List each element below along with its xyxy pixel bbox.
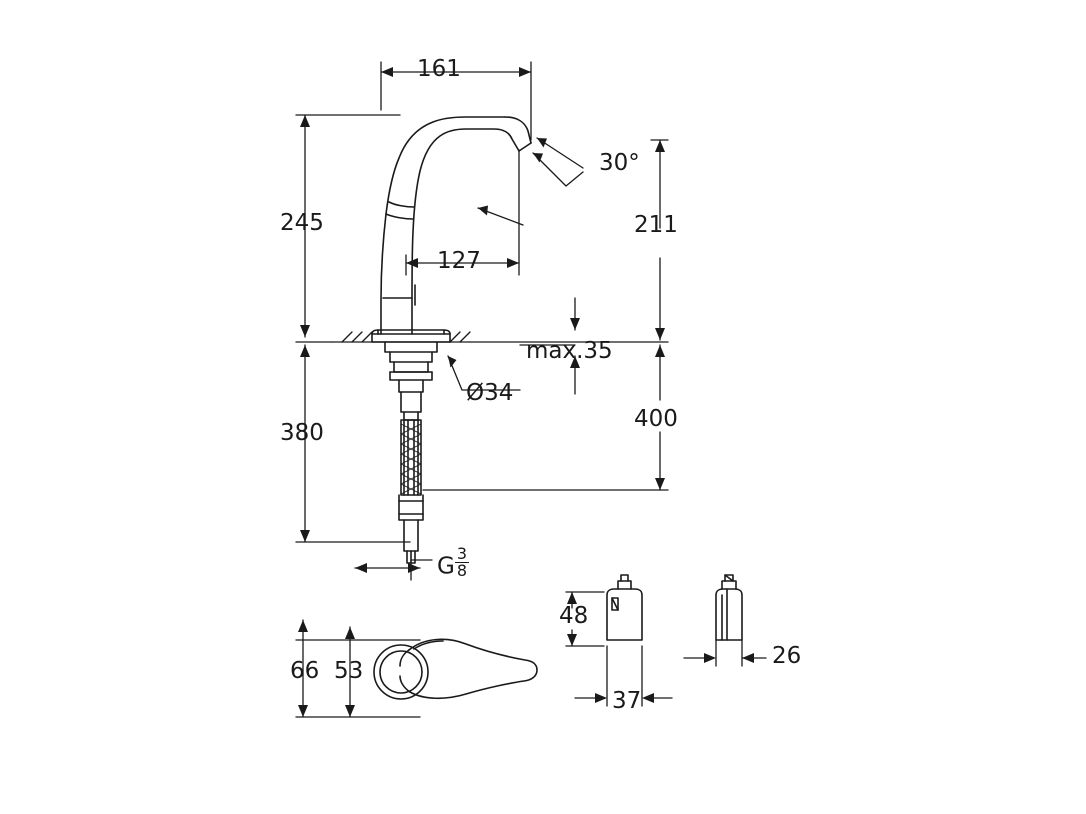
faucet-spout-outline (380, 116, 532, 335)
dimension-label-max35: max.35 (526, 338, 613, 364)
dimension-400 (422, 344, 669, 491)
dimension-127 (405, 149, 520, 276)
angle-30-leaders (477, 137, 584, 226)
valve-front-view (606, 574, 643, 641)
mounting-surface-hatch (331, 331, 471, 343)
dimension-48 (565, 591, 605, 647)
dimension-label-66: 66 (290, 658, 320, 684)
dimension-label-400: 400 (634, 406, 678, 432)
dimension-380 (295, 344, 411, 543)
dimension-d34-leader (447, 355, 521, 391)
dimension-label-26: 26 (772, 643, 802, 669)
faucet-body-details (382, 201, 416, 306)
dimension-161 (380, 61, 532, 141)
dimension-g38-leader (354, 559, 433, 581)
dimension-label-380: 380 (280, 420, 324, 446)
dimension-66 (295, 619, 421, 718)
dimension-37 (574, 645, 673, 707)
dimension-53 (345, 626, 355, 718)
dimension-label-48: 48 (559, 603, 589, 629)
dimension-label-127: 127 (437, 248, 481, 274)
dimension-label-30deg: 30° (599, 150, 640, 176)
handle-plan-view (373, 638, 538, 700)
dimension-label-161: 161 (417, 56, 461, 82)
dimension-label-245: 245 (280, 210, 324, 236)
dimension-max35 (519, 297, 580, 395)
dimension-211 (650, 139, 669, 341)
dimension-label-d34: Ø34 (466, 380, 514, 406)
dimension-label-53: 53 (334, 658, 364, 684)
valve-side-view (715, 574, 743, 641)
faucet-base-escutcheon (371, 329, 451, 381)
dimension-label-211: 211 (634, 212, 678, 238)
dimension-label-37: 37 (612, 688, 642, 714)
thread-symbol-g: G (437, 553, 455, 580)
faucet-shank-assembly (398, 379, 424, 564)
dimension-26 (683, 639, 767, 667)
dimension-245 (295, 114, 401, 338)
